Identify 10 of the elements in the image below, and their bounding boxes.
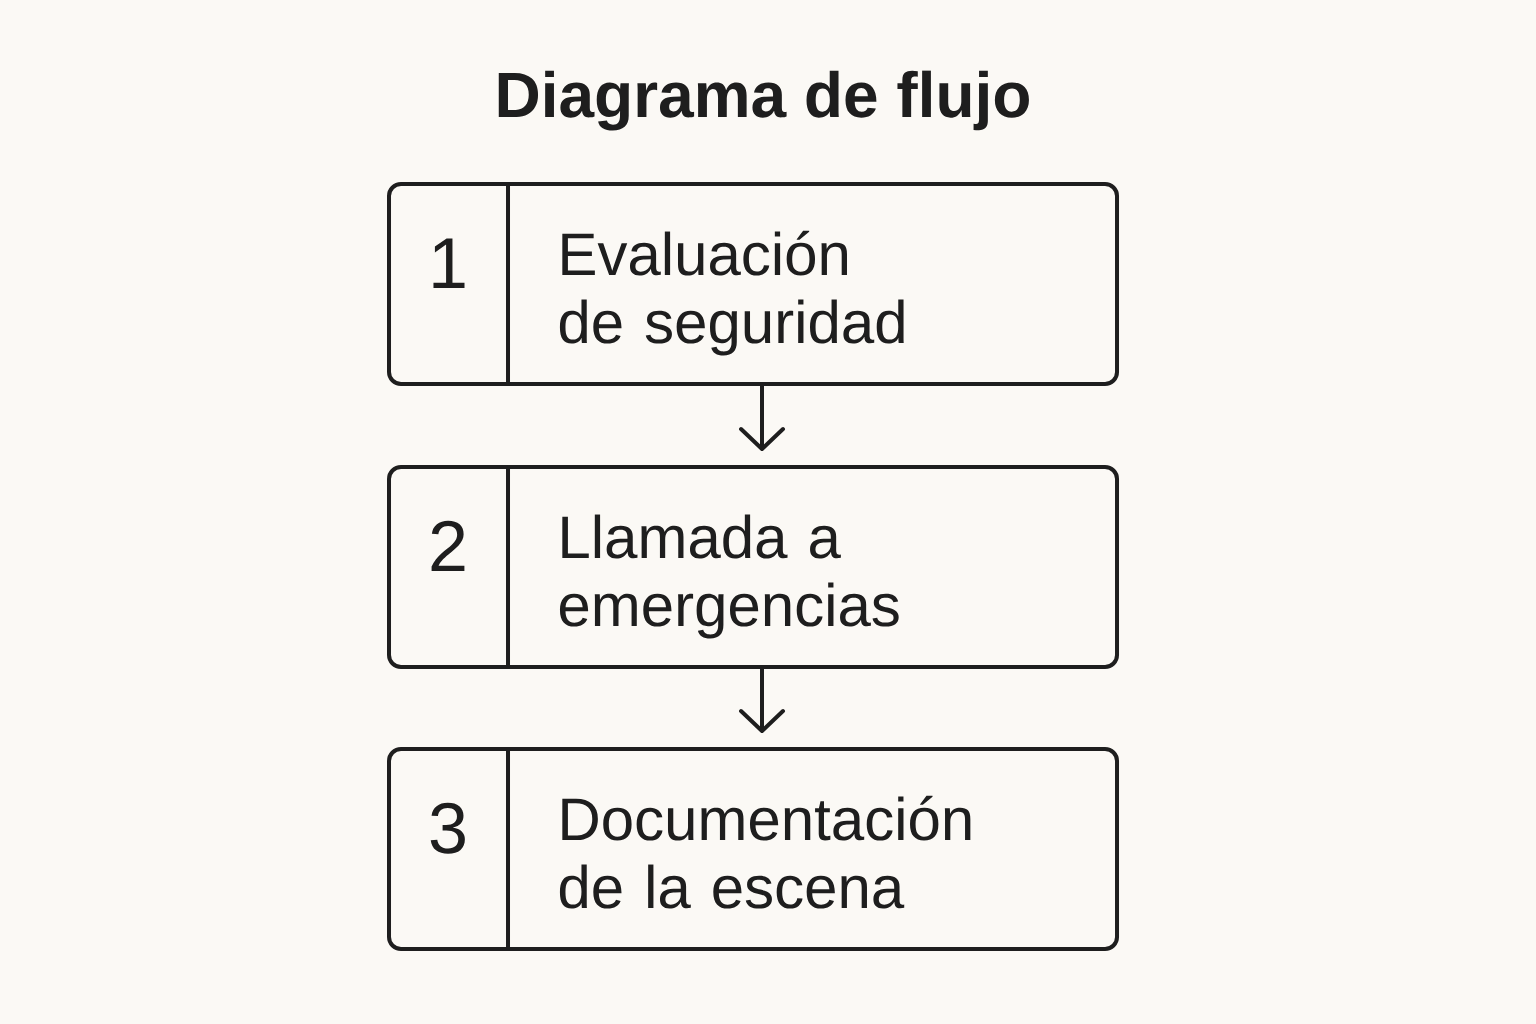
process-box: [387, 182, 1119, 386]
step-label: Documentación de la escena: [559, 795, 971, 909]
process-box: [387, 465, 1119, 669]
step-label: Evaluación de seguridad: [559, 230, 904, 356]
step-number: 3: [430, 802, 465, 854]
title: Diagrama de flujo: [498, 70, 1029, 131]
step-number: 1: [433, 238, 465, 288]
process-box: [387, 747, 1119, 951]
step-number: 2: [431, 520, 465, 571]
step-label: Llamada a emergencias: [559, 514, 899, 639]
